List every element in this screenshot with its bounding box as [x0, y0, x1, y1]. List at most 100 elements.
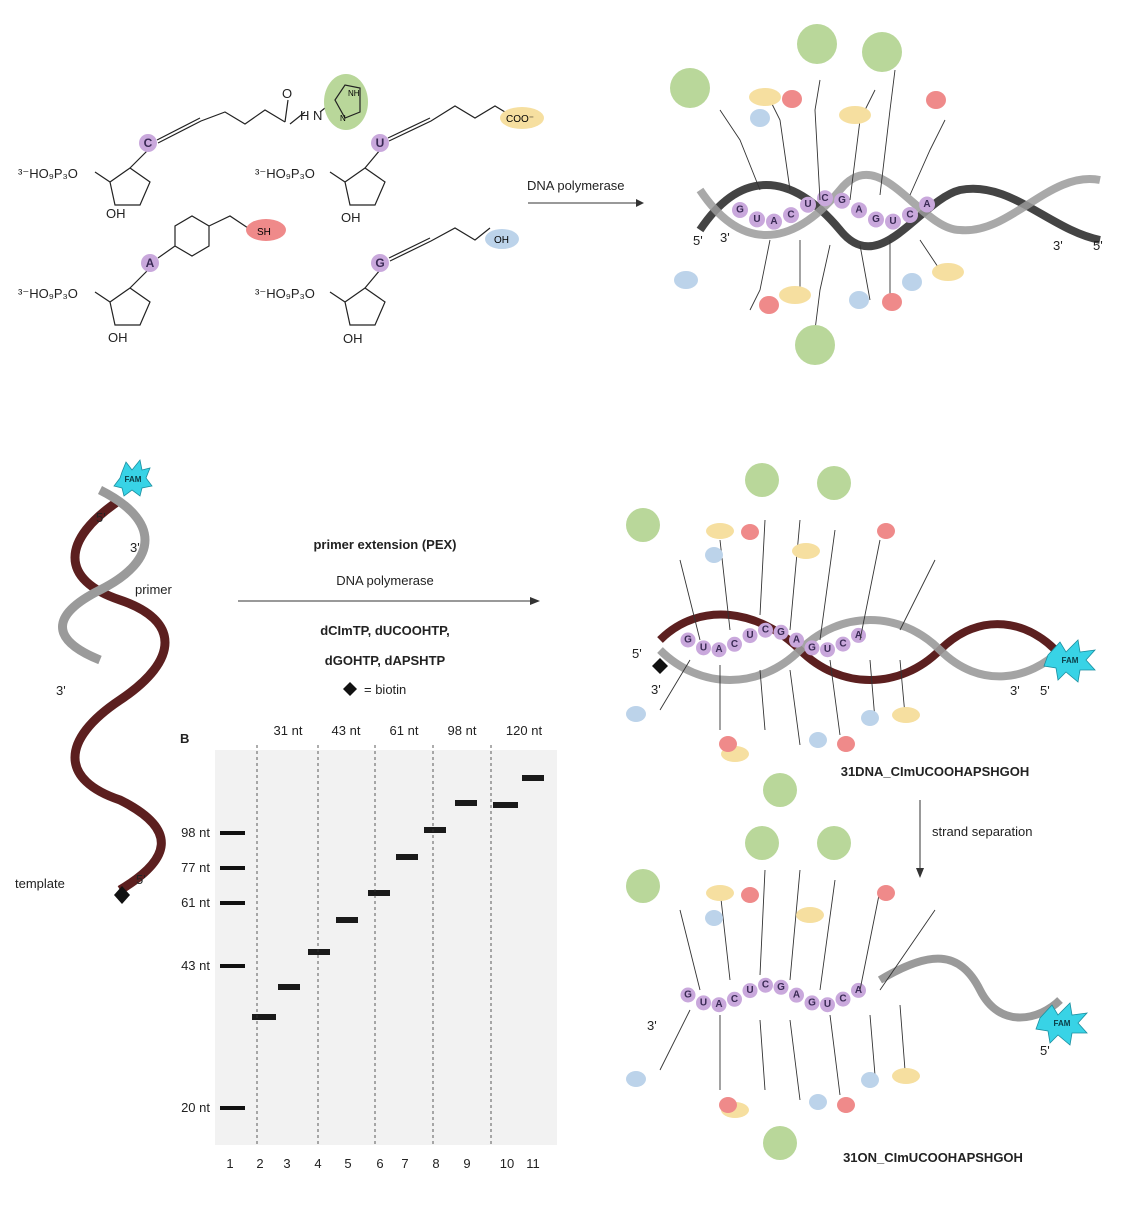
nucleotide-letter: C	[762, 980, 769, 991]
gel-lane-number: 3	[283, 1156, 290, 1171]
gel-lane-number: 2	[256, 1156, 263, 1171]
top-sh-1	[782, 90, 802, 108]
product-band	[396, 854, 418, 860]
nucleotide-bead	[696, 640, 711, 656]
gel-marker-label: 61 nt	[181, 895, 210, 910]
nucleotide-bead	[711, 997, 727, 1013]
hydroxyl-label: OH	[494, 235, 509, 246]
nucleotide-bead	[727, 636, 742, 652]
gel-image	[215, 750, 557, 1145]
ss-sh-1	[741, 887, 759, 903]
nucleotide-letter: U	[746, 985, 753, 996]
nucleotide-letter: U	[753, 214, 760, 225]
biotin-diamond-ds	[652, 658, 668, 674]
nucleotide-letter: A	[715, 644, 722, 655]
phosphate-label-u: ³⁻HO₉P₃O	[255, 166, 315, 181]
strand-separation: strand separation	[916, 800, 1032, 878]
ds-cooh-4	[892, 707, 920, 723]
end-5-top: 5'	[96, 510, 106, 525]
top-end-5-right: 5'	[1093, 238, 1103, 253]
marker-band	[220, 1106, 245, 1110]
panel-label-b: B	[180, 731, 189, 746]
ds-oh-4	[861, 710, 879, 726]
pex-title: primer extension (PEX)	[313, 537, 456, 552]
oh-label-c: OH	[106, 206, 126, 221]
phosphate-label-a: ³⁻HO₉P₃O	[18, 286, 78, 301]
nucleotide-letter: G	[684, 990, 692, 1001]
monomer-g: ³⁻HO₉P₃O OH G OH	[255, 227, 519, 346]
phosphate-label-g: ³⁻HO₉P₃O	[255, 286, 315, 301]
monomer-a: ³⁻HO₉P₃O OH A SH	[18, 215, 286, 345]
nucleotide-bead	[804, 995, 820, 1011]
ds-cooh-1	[706, 523, 734, 539]
gel-dividers	[256, 745, 492, 1145]
nucleotide-letter: C	[731, 639, 738, 650]
end-5-bottom: 5'	[136, 872, 146, 887]
carboxylate-highlight	[500, 107, 544, 129]
base-letter-a: A	[146, 256, 155, 270]
primer-label: primer	[135, 582, 173, 597]
carboxylate-label: COO⁻	[506, 114, 534, 125]
nucleotide-bead	[696, 995, 711, 1011]
ds-imidazole-4	[763, 773, 797, 807]
marker-band	[220, 964, 245, 968]
nucleotide-bead	[817, 190, 833, 207]
ds-sh-3	[719, 736, 737, 752]
nucleotide-letter: G	[777, 627, 785, 638]
ss-cooh-4	[892, 1068, 920, 1084]
base-letter-g: G	[375, 256, 384, 270]
top-oh-4	[902, 273, 922, 291]
ss-imidazole-2	[745, 826, 779, 860]
ds-product-name: 31DNA_CImUCOOHAPSHGOH	[841, 764, 1030, 779]
nucleotide-bead	[766, 213, 782, 230]
ss-sh-3	[719, 1097, 737, 1113]
marker-band	[220, 866, 245, 870]
top-sh-4	[882, 293, 902, 311]
nucleotide-letter: U	[746, 630, 753, 641]
top-imidazole-2	[797, 24, 837, 64]
nucleotide-letter: C	[787, 210, 794, 221]
ds-imidazole-2	[745, 463, 779, 497]
ds-sh-1	[741, 524, 759, 540]
nucleotide-letter: C	[731, 994, 738, 1005]
gel-lane-number: 10	[500, 1156, 514, 1171]
ds-end-right-3: 3'	[1010, 683, 1020, 698]
fam-burst-left	[113, 459, 153, 497]
nucleotide-bead	[732, 202, 748, 218]
ss-sh-2	[877, 885, 895, 901]
imidazole-nh: NH	[348, 89, 360, 98]
top-cooh-2	[839, 106, 871, 124]
ss-cooh-1	[706, 885, 734, 901]
nucleotide-letter: G	[684, 635, 692, 646]
gel-lane-number: 1	[226, 1156, 233, 1171]
ds-end-right-5: 5'	[1040, 683, 1050, 698]
nucleotide-letter: U	[804, 199, 811, 210]
ds-sh-2	[877, 523, 895, 539]
product-band	[522, 775, 544, 781]
nucleotide-letter: U	[700, 997, 707, 1008]
ds-end-5: 5'	[632, 646, 642, 661]
marker-band	[220, 831, 245, 835]
product-band	[252, 1014, 276, 1020]
nucleotide-letter: G	[808, 642, 816, 653]
fam-label-ss: FAM	[1054, 1019, 1071, 1028]
nucleotide-letter: A	[855, 205, 862, 216]
nucleotide-bead	[851, 202, 867, 219]
top-sh-2	[926, 91, 946, 109]
marker-band	[220, 901, 245, 905]
nucleotide-bead	[758, 622, 773, 638]
product-band	[368, 890, 390, 896]
nucleotide-letter: C	[839, 994, 846, 1005]
amide-nh-label: H N	[300, 108, 322, 123]
ss-product-name: 31ON_CImUCOOHAPSHGOH	[843, 1150, 1023, 1165]
nucleotide-letter: G	[777, 982, 785, 993]
thiol-highlight	[246, 219, 286, 241]
gel-marker-label: 98 nt	[181, 825, 210, 840]
nucleotide-letter: U	[824, 999, 831, 1010]
nucleotide-letter: A	[793, 635, 800, 646]
